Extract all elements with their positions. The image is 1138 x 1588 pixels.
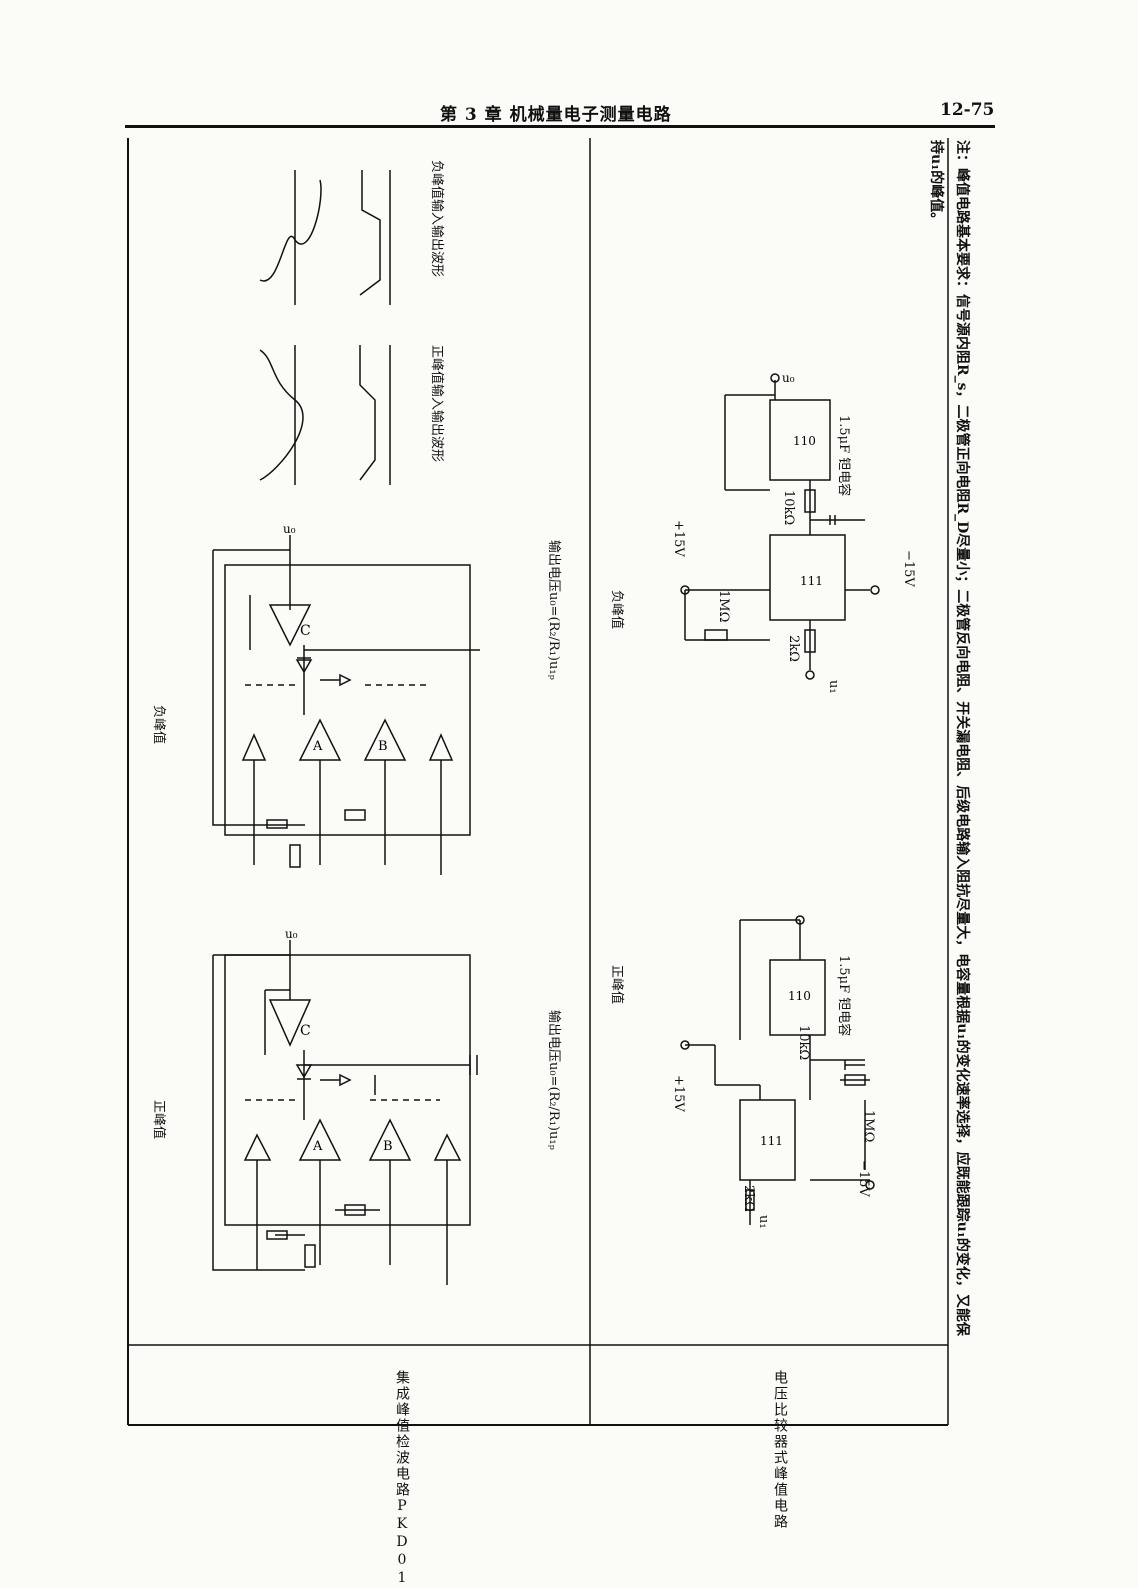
page-number: 12-75 bbox=[940, 100, 995, 120]
positive-waveform-caption: 正峰值输入输出波形 bbox=[429, 345, 444, 463]
comp-neg-ic1: 111 bbox=[800, 574, 823, 588]
comp-neg-rmid: 10kΩ bbox=[781, 490, 796, 526]
pkd-positive-title: 正峰值 bbox=[151, 1100, 166, 1140]
pkd-neg-uo: u₀ bbox=[283, 522, 296, 536]
comp-neg-rin: 2kΩ bbox=[786, 635, 801, 662]
comp-neg-r1m: 1MΩ bbox=[716, 590, 731, 623]
comp-pos-cap: 1.5μF 钽电容 bbox=[836, 955, 851, 1037]
note-text: 注：峰值电路基本要求：信号源内阻R_s，二极管正向电阻R_D尽量小；二极管反向电… bbox=[928, 140, 970, 1336]
comp-positive-schematic: 111 110 bbox=[680, 915, 875, 1225]
comp-pos-ui: u₁ bbox=[756, 1215, 771, 1229]
negative-waveform-caption: 负峰值输入输出波形 bbox=[429, 160, 444, 278]
comp-neg-uo: u₀ bbox=[782, 371, 795, 385]
row-label-pkd01: 集成峰值检波电路PKD01 bbox=[394, 1370, 410, 1588]
pkd-waveforms bbox=[259, 170, 391, 485]
comp-neg-ui: u₁ bbox=[826, 680, 841, 694]
pkd-negative-formula: 输出电压u₀=(R₂/R₁)u₁ₚ bbox=[546, 540, 561, 680]
comp-positive-title: 正峰值 bbox=[609, 965, 624, 1005]
comp-pos-rmid: 10kΩ bbox=[796, 1025, 811, 1061]
comp-pos-vminus: −15V bbox=[856, 1160, 871, 1197]
pkd-pos-amp-b: B bbox=[383, 1139, 393, 1154]
comp-neg-vminus: −15V bbox=[901, 550, 916, 587]
pkd-neg-amp-c: C bbox=[300, 623, 311, 639]
comp-neg-ic2: 110 bbox=[793, 434, 816, 448]
comp-pos-rin: 2kΩ bbox=[741, 1185, 756, 1212]
comp-neg-vplus: +15V bbox=[671, 520, 686, 557]
row-label-comparator: 电压比较器式峰值电路 bbox=[772, 1370, 788, 1530]
pkd-pos-uo: u₀ bbox=[285, 927, 298, 941]
comp-pos-ic1: 111 bbox=[760, 1134, 783, 1148]
comp-negative-schematic: 111 110 u₀ bbox=[680, 371, 880, 680]
comp-pos-ic2: 110 bbox=[788, 989, 811, 1003]
comp-pos-r1m: 1MΩ bbox=[861, 1110, 876, 1143]
pkd-neg-amp-b: B bbox=[378, 739, 388, 754]
chapter-title: 第 3 章 机械量电子测量电路 bbox=[440, 105, 672, 125]
pkd-negative-schematic: C A B u₀ bbox=[212, 522, 480, 875]
pkd-neg-amp-a: A bbox=[312, 739, 323, 754]
note-block: 注：峰值电路基本要求：信号源内阻R_s，二极管正向电阻R_D尽量小；二极管反向电… bbox=[923, 140, 975, 1340]
pkd-negative-title: 负峰值 bbox=[151, 705, 166, 745]
pkd-pos-amp-a: A bbox=[312, 1139, 323, 1154]
comp-negative-title: 负峰值 bbox=[609, 590, 624, 630]
pkd-positive-formula: 输出电压u₀=(R₂/R₁)u₁ₚ bbox=[546, 1010, 561, 1150]
comp-neg-cap: 1.5μF 钽电容 bbox=[836, 415, 851, 497]
pkd-positive-schematic: C A B u₀ bbox=[212, 927, 478, 1285]
header-rule bbox=[125, 125, 995, 128]
pkd-pos-amp-c: C bbox=[300, 1023, 311, 1039]
comp-pos-vplus: +15V bbox=[671, 1075, 686, 1112]
